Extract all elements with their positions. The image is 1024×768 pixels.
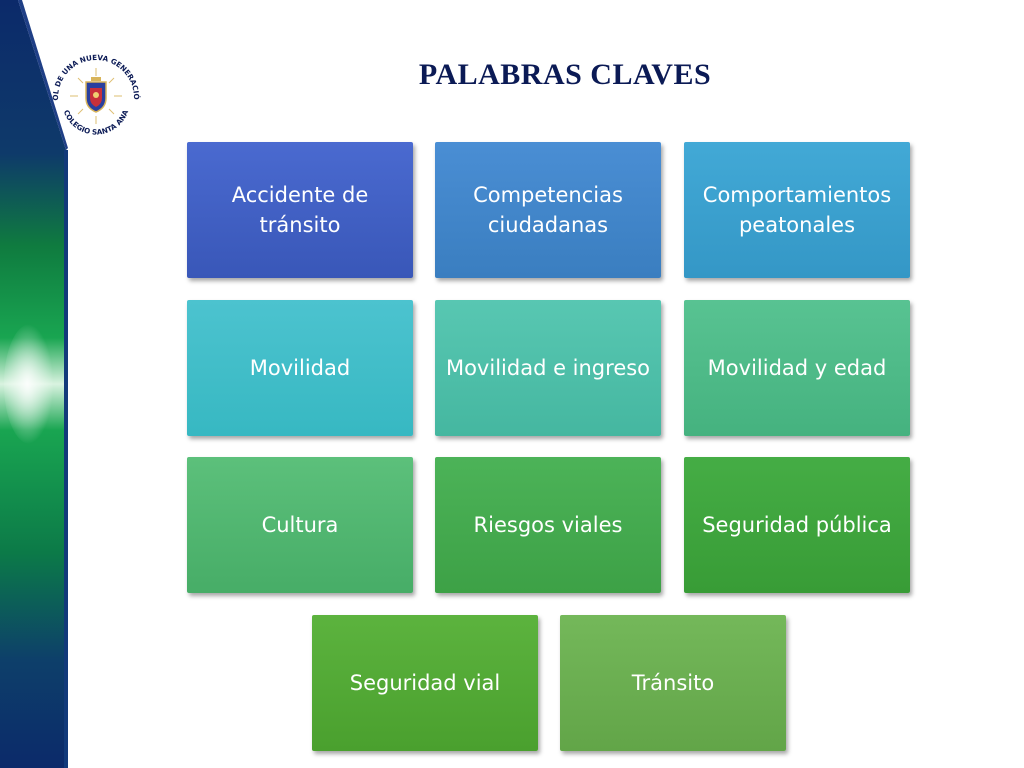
keyword-label: Competencias ciudadanas (473, 183, 623, 237)
keyword-tile-transito: Tránsito (560, 615, 786, 751)
keyword-tile-movilidad: Movilidad (187, 300, 413, 436)
keyword-label: Seguridad pública (702, 513, 892, 537)
keyword-tile-movilidad-e-ingreso: Movilidad e ingreso (435, 300, 661, 436)
side-decorative-band (0, 0, 70, 768)
keyword-label: Movilidad y edad (707, 356, 887, 380)
keyword-label: Tránsito (631, 671, 715, 695)
keyword-label: Cultura (261, 513, 339, 537)
school-seal-logo: SOL DE UNA NUEVA GENERACIÓN COLEGIO SANT… (41, 35, 148, 146)
keyword-label: Accidente de tránsito (231, 183, 369, 237)
keyword-label: Seguridad vial (349, 671, 501, 695)
keyword-label: Movilidad e ingreso (445, 356, 651, 380)
keyword-tile-accidente-de-transito: Accidente de tránsito (187, 142, 413, 278)
keyword-tile-seguridad-publica: Seguridad pública (684, 457, 910, 593)
keyword-tile-competencias-ciudadanas: Competencias ciudadanas (435, 142, 661, 278)
keyword-tile-comportamientos-peatonales: Comportamientos peatonales (684, 142, 910, 278)
keyword-label: Movilidad (249, 356, 351, 380)
keyword-tile-seguridad-vial: Seguridad vial (312, 615, 538, 751)
keyword-label: Riesgos viales (473, 513, 623, 537)
slide-title: PALABRAS CLAVES (418, 58, 712, 91)
keyword-tile-movilidad-y-edad: Movilidad y edad (684, 300, 910, 436)
keyword-tile-riesgos-viales: Riesgos viales (435, 457, 661, 593)
keyword-tile-cultura: Cultura (187, 457, 413, 593)
keyword-label: Comportamientos peatonales (702, 183, 892, 237)
